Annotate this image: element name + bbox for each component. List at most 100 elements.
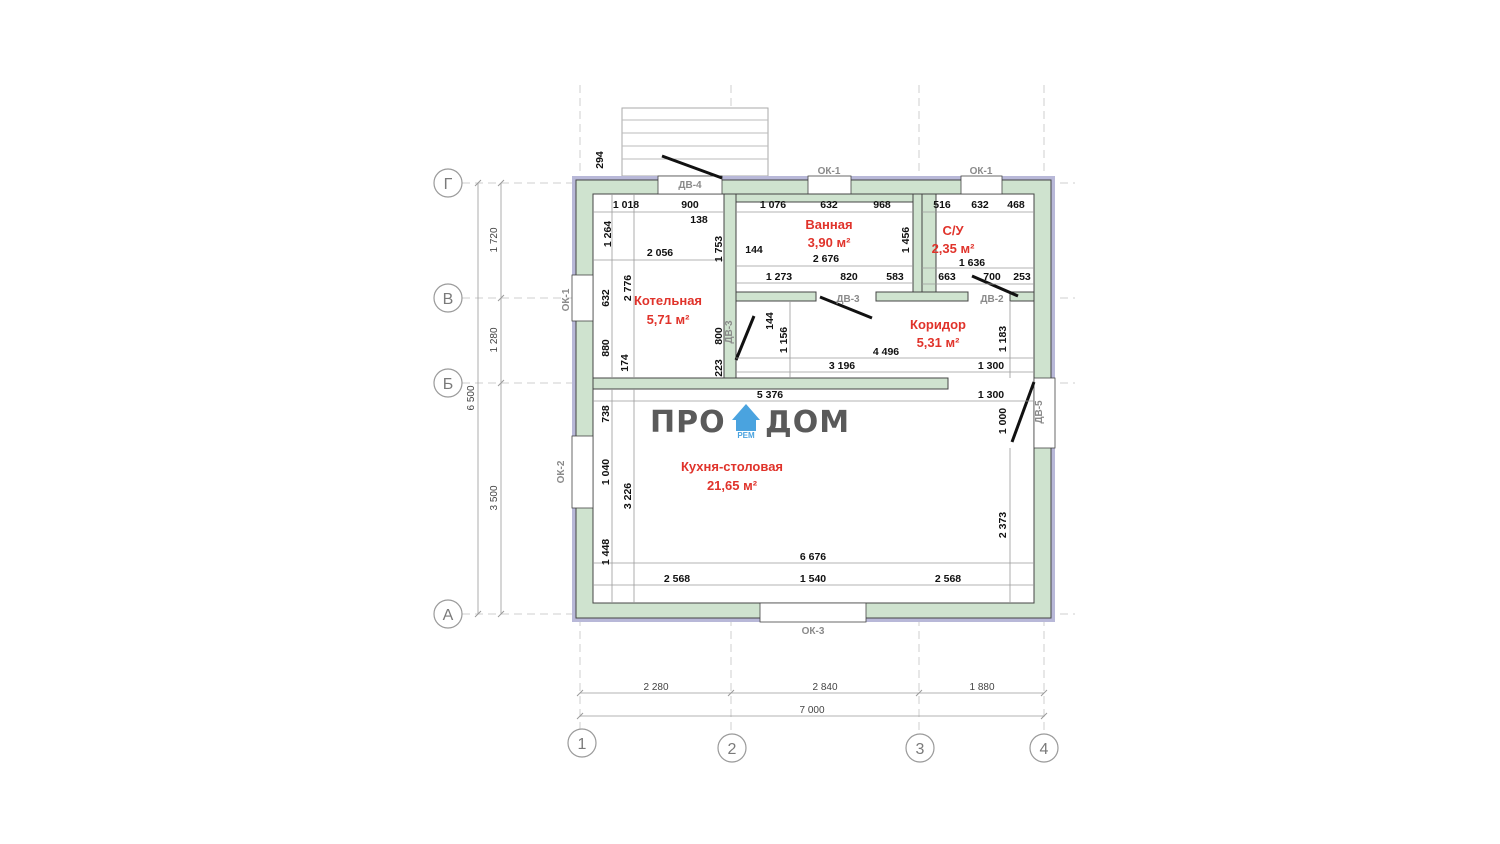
dim-632-su: 632 <box>971 199 989 211</box>
dim-1018: 1 018 <box>613 199 639 211</box>
axis-bubble-1 <box>567 728 597 758</box>
logo-word-right: ДОМ <box>765 405 850 440</box>
dim-1720: 1 720 <box>489 227 500 252</box>
room-name-kotelnaya: Котельная <box>634 293 702 308</box>
dim-3226: 3 226 <box>622 483 634 509</box>
axis-label-1: 1 <box>578 736 587 753</box>
dim-3196: 3 196 <box>829 360 855 372</box>
axis-bubble-2 <box>717 733 747 763</box>
room-name-koridor: Коридор <box>910 317 966 332</box>
dim-1753: 1 753 <box>713 236 725 262</box>
dim-663: 663 <box>938 271 956 283</box>
dim-700: 700 <box>983 271 1001 283</box>
partitions <box>592 193 1035 390</box>
axis-label-b: Б <box>443 376 454 393</box>
axis-bubble-a <box>433 599 463 629</box>
logo-word-left: ПРО <box>650 405 726 440</box>
label-dv3-h: ДВ-3 <box>836 294 860 305</box>
dim-2568-b: 2 568 <box>935 573 961 585</box>
porch <box>621 107 769 177</box>
dim-880: 880 <box>600 339 612 357</box>
axis-label-4: 4 <box>1040 741 1049 758</box>
dim-1540: 1 540 <box>800 573 826 585</box>
window-gap-ok1-a <box>807 175 852 195</box>
room-name-su: С/У <box>942 223 964 238</box>
axis-bubble-g <box>433 168 463 198</box>
door-leaf-dv4 <box>661 154 723 180</box>
door-gap-dv4 <box>657 175 723 195</box>
dim-223: 223 <box>713 359 725 377</box>
dim-632-bath: 632 <box>820 199 838 211</box>
label-ok1-top-a: ОК-1 <box>818 166 841 177</box>
dim-1448: 1 448 <box>600 539 612 565</box>
door-leaf-dv3-h <box>819 295 873 320</box>
door-leaf-dv2 <box>971 274 1019 298</box>
room-area-kotelnaya: 5,71 м² <box>647 312 691 327</box>
room-area-kukhnya: 21,65 м² <box>707 478 758 493</box>
dim-174: 174 <box>619 354 631 372</box>
label-dv2: ДВ-2 <box>980 294 1004 305</box>
dim-2676: 2 676 <box>813 253 839 265</box>
dim-1300-b: 1 300 <box>978 389 1004 401</box>
axis-markers: Г В Б А 1 2 3 4 <box>433 168 1059 763</box>
dim-144-bath: 144 <box>745 244 763 256</box>
dim-1456: 1 456 <box>900 227 912 253</box>
house-icon <box>732 404 760 431</box>
axis-label-v: В <box>443 291 454 308</box>
axis-label-3: 3 <box>916 741 925 758</box>
dim-1273: 1 273 <box>766 271 792 283</box>
axis-label-a: А <box>443 607 454 624</box>
label-ok2: ОК-2 <box>556 460 567 483</box>
dim-5376: 5 376 <box>757 389 783 401</box>
dim-516: 516 <box>933 199 951 211</box>
door-leaf-dv5 <box>1010 381 1036 443</box>
label-dv4: ДВ-4 <box>678 180 702 191</box>
dim-1183: 1 183 <box>997 326 1009 352</box>
door-leaf-dv3-v <box>734 315 756 361</box>
room-area-vannaya: 3,90 м² <box>808 235 852 250</box>
room-name-vannaya: Ванная <box>805 217 852 232</box>
label-dv3-v: ДВ-3 <box>724 320 735 344</box>
dim-738: 738 <box>600 405 612 423</box>
partition-kitchen <box>592 377 949 390</box>
interior-dimensions: 294 1 018 900 138 1 264 2 056 1 753 2 77… <box>594 151 1031 585</box>
dim-6676: 6 676 <box>800 551 826 563</box>
wall-openings <box>571 175 1056 623</box>
label-ok1-top-b: ОК-1 <box>970 166 993 177</box>
partition-boiler <box>723 193 737 379</box>
dim-2840: 2 840 <box>812 682 837 693</box>
interior-dimension-lines <box>593 194 1034 603</box>
label-ok1-left: ОК-1 <box>561 288 572 311</box>
dim-2568-a: 2 568 <box>664 573 690 585</box>
dim-800: 800 <box>713 327 725 345</box>
window-gap-ok2 <box>571 435 594 509</box>
dim-2776: 2 776 <box>622 275 634 301</box>
dim-2280: 2 280 <box>643 682 668 693</box>
axis-bubble-3 <box>905 733 935 763</box>
left-dimensions: 1 720 1 280 3 500 6 500 <box>466 179 505 618</box>
partition-corridor-b <box>875 291 969 302</box>
axis-bubble-v <box>433 283 463 313</box>
bottom-dimensions: 2 280 2 840 1 880 7 000 <box>576 682 1048 720</box>
room-area-koridor: 5,31 м² <box>917 335 961 350</box>
brand-logo: ПРО РЕМ ДОМ <box>650 404 850 440</box>
window-gap-ok1-b <box>960 175 1003 195</box>
dim-468: 468 <box>1007 199 1025 211</box>
dim-253: 253 <box>1013 271 1031 283</box>
label-ok3: ОК-3 <box>802 626 825 637</box>
dim-1156: 1 156 <box>778 327 790 353</box>
dim-3500: 3 500 <box>489 485 500 510</box>
dim-583: 583 <box>886 271 904 283</box>
dim-632-left: 632 <box>600 289 612 307</box>
dim-1300-a: 1 300 <box>978 360 1004 372</box>
axis-label-g: Г <box>444 176 453 193</box>
dim-900: 900 <box>681 199 699 211</box>
dim-7000: 7 000 <box>799 705 824 716</box>
dim-1076: 1 076 <box>760 199 786 211</box>
window-gap-ok1-left <box>571 274 594 322</box>
outer-walls <box>572 176 1055 622</box>
dim-6500: 6 500 <box>466 385 477 410</box>
room-area-su: 2,35 м² <box>932 241 976 256</box>
window-gap-ok3 <box>759 602 867 623</box>
